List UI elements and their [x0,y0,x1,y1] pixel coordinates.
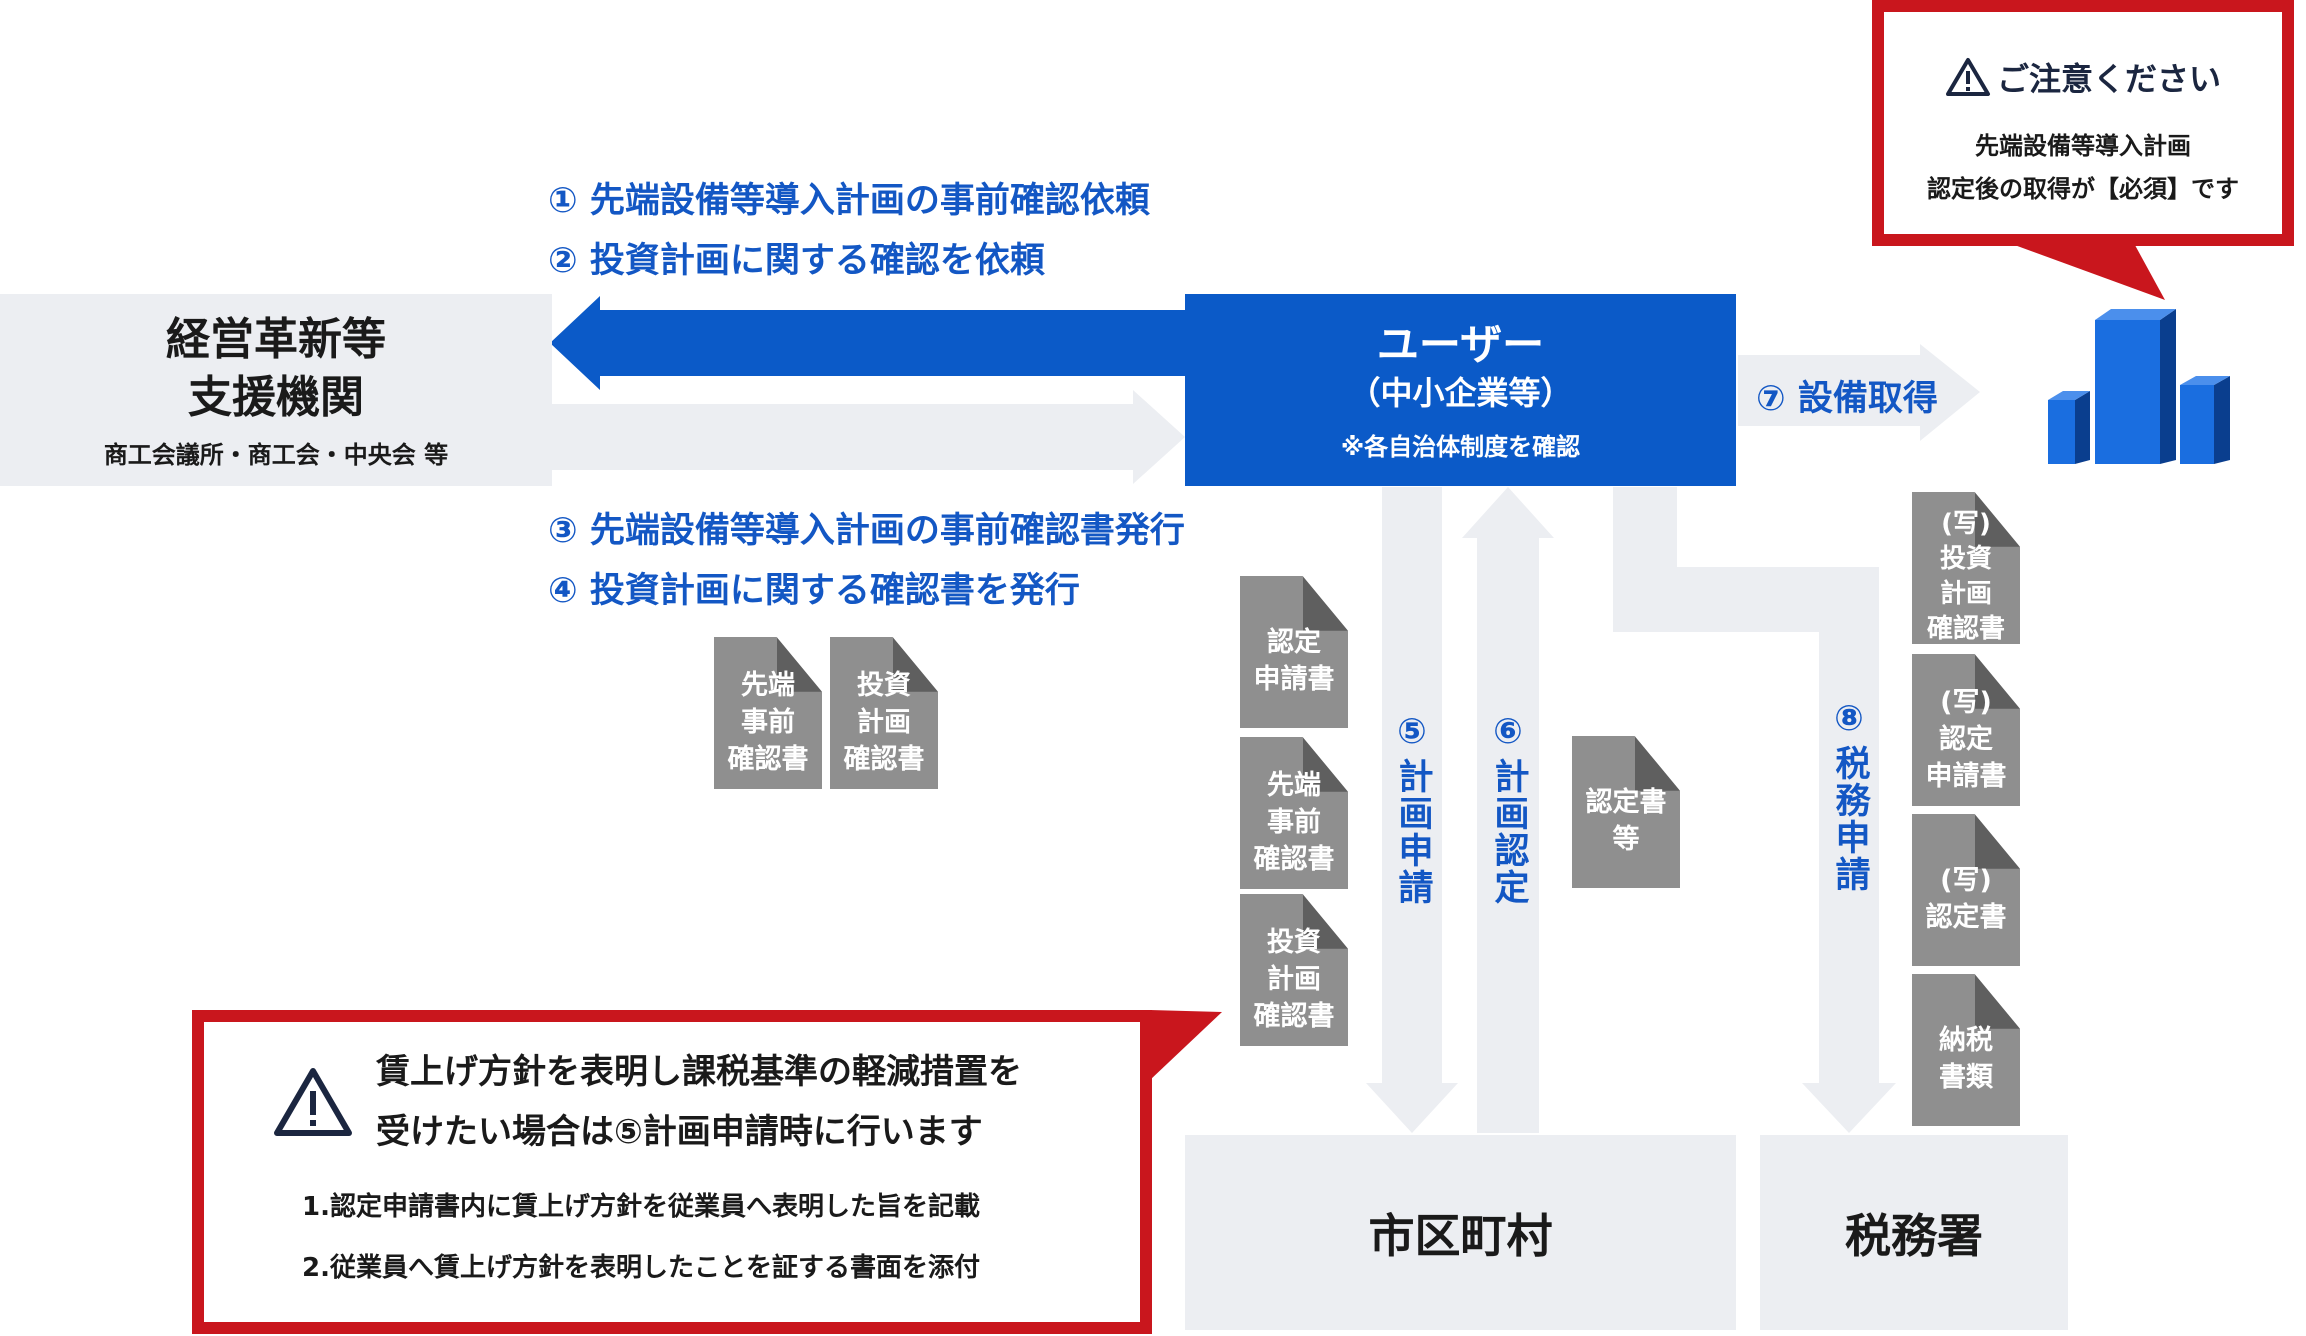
step8-number: ⑧ [1834,699,1864,739]
document-icon: 認定書 等 [1572,736,1680,888]
bottom-notice-tail [1150,1010,1222,1080]
bottom-notice-item2: 2.従業員へ賃上げ方針を表明したことを証する書面を添付 [302,1253,980,1283]
step5-text: 計画申請 [1392,758,1433,906]
municipality-box: 市区町村 [1185,1135,1736,1330]
step2-label: ② 投資計画に関する確認を依頼 [548,241,1045,281]
org-title-line2: 支援機関 [188,371,364,423]
user-note: ※各自治体制度を確認 [1340,432,1581,461]
tax-apply-arrow [1613,487,1896,1133]
issue-arrow [552,390,1185,484]
top-notice-box: ご注意ください 先端設備等導入計画 認定後の取得が【必須】です [1872,0,2294,246]
bottom-notice-item1: 1.認定申請書内に賃上げ方針を従業員へ表明した旨を記載 [302,1192,980,1222]
app-doc-application: 認定 申請書 [1253,627,1335,695]
step8-text: 税務申請 [1829,745,1870,893]
tax-office-box: 税務署 [1760,1135,2068,1330]
bottom-notice-box: 賃上げ方針を表明し課税基準の軽減措置を 受けたい場合は⑤計画申請時に行います 1… [192,1010,1152,1334]
warning-icon [274,1068,352,1136]
app-doc-investment-confirmation: 投資 計画 確認書 [1253,926,1335,1032]
bottom-notice-line1: 賃上げ方針を表明し課税基準の軽減措置を [376,1052,1022,1092]
org-doc-investment-confirmation: 投資 計画 確認書 [843,669,925,775]
tax-office-label: 税務署 [1845,1208,1983,1263]
user-title: ユーザー [1376,319,1545,369]
request-arrow [550,296,1185,390]
certificate-doc: 認定書 等 [1585,787,1667,855]
top-notice-title: ご注意ください [1996,60,2221,98]
step8-label: ⑧ 税務申請 [1827,699,1871,894]
top-notice-line2: 認定後の取得が【必須】です [1927,175,2239,203]
tax-doc-certificate-copy: (写) 認定書 [1925,865,2007,933]
step7-label: ⑦ 設備取得 [1756,379,1938,419]
org-doc-prior-confirmation: 先端 事前 確認書 [727,669,809,775]
step5-number: ⑤ [1397,712,1427,752]
support-organization-box: 経営革新等 支援機関 商工会議所・商工会・中央会 等 [0,294,552,486]
municipality-label: 市区町村 [1368,1208,1553,1263]
bottom-notice-line2: 受けたい場合は⑤計画申請時に行います [376,1112,983,1152]
app-doc-prior-confirmation: 先端 事前 確認書 [1253,769,1335,875]
top-notice-line1: 先端設備等導入計画 [1975,132,2191,160]
building-icon [2048,309,2230,464]
tax-doc-investment-confirmation-copy: (写) 投資 計画 確認書 [1926,509,2005,644]
user-subtitle: （中小企業等） [1348,373,1573,412]
step1-label: ① 先端設備等導入計画の事前確認依頼 [548,181,1150,221]
step6-number: ⑥ [1493,712,1523,752]
step5-label: ⑤ 計画申請 [1390,712,1434,907]
step6-label: ⑥ 計画認定 [1486,712,1530,907]
org-title-line1: 経営革新等 [166,313,386,365]
org-subtitle: 商工会議所・商工会・中央会 等 [103,440,449,469]
apply-arrow [1366,487,1458,1133]
step4-label: ④ 投資計画に関する確認書を発行 [548,571,1080,611]
tax-doc-application-copy: (写) 認定 申請書 [1925,686,2007,792]
step3-label: ③ 先端設備等導入計画の事前確認書発行 [548,511,1185,551]
tax-doc-payment: 納税 書類 [1939,1025,1993,1093]
document-icon: 投資 計画 確認書 [830,637,938,789]
step6-text: 計画認定 [1488,758,1529,906]
certify-arrow [1462,487,1554,1133]
user-box: ユーザー （中小企業等） ※各自治体制度を確認 [1185,294,1736,486]
acquire-arrow [1738,344,1980,441]
warning-icon [1945,58,1990,96]
top-notice-tail [1990,236,2165,300]
